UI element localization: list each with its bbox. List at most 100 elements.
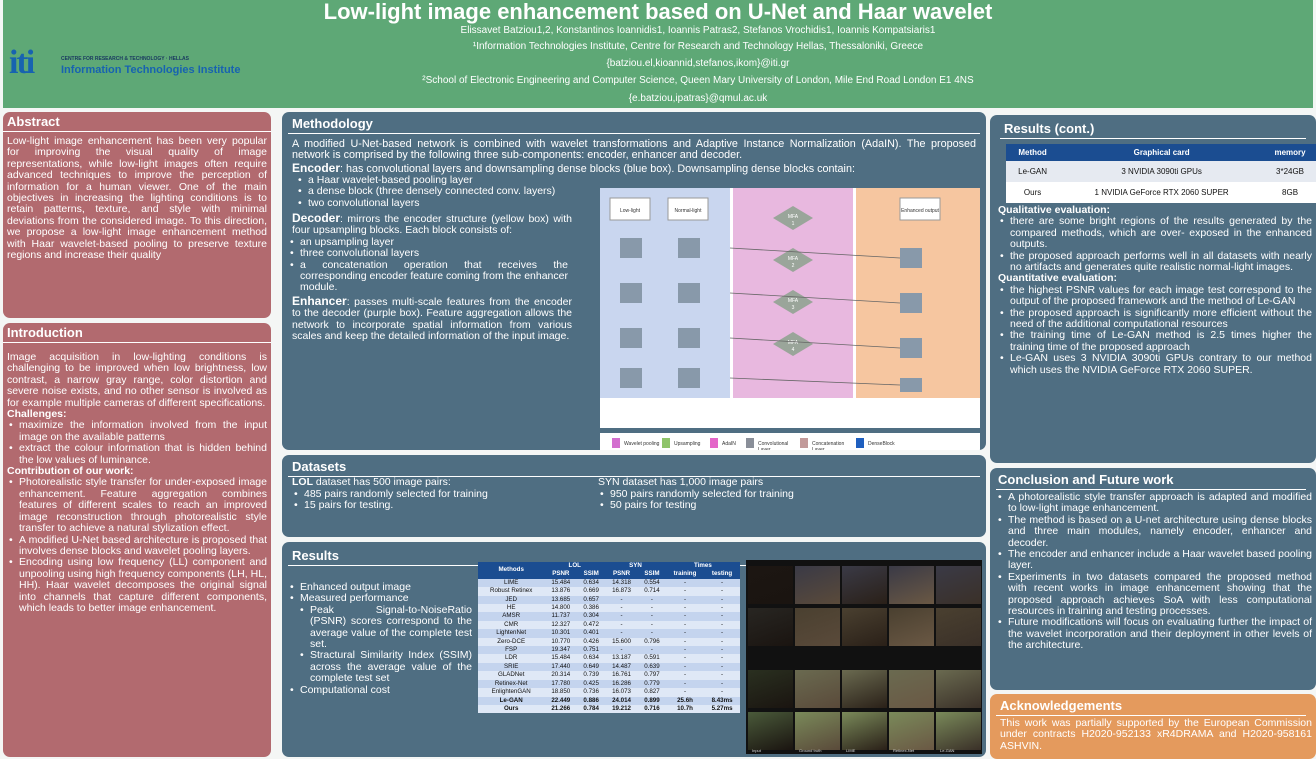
- datasets-title: Datasets: [288, 457, 980, 477]
- table-cell: -: [683, 654, 687, 662]
- result-thumbnail: [936, 712, 981, 750]
- mfa-number: 4: [792, 347, 795, 353]
- table-cell: 1 NVIDIA GeForce RTX 2060 SUPER: [1094, 188, 1229, 197]
- table-cell: 0.779: [644, 679, 660, 687]
- table-cell: Zero-DCE: [497, 637, 526, 645]
- result-thumbnail: [748, 566, 793, 604]
- table-header: SYN: [605, 562, 666, 571]
- result-thumbnail: [748, 670, 793, 708]
- list-item: Encoding using low frequency (LL) compon…: [7, 557, 267, 614]
- output-label: Enhanced output: [901, 208, 939, 214]
- enhancer-line: Enhancer: passes multi-scale features fr…: [282, 295, 572, 343]
- low-light-node: [609, 197, 651, 221]
- result-thumbnail: [795, 670, 840, 708]
- result-thumbnail: [889, 670, 934, 708]
- table-cell: FSP: [505, 646, 518, 654]
- table-cell: 15.484: [551, 578, 571, 586]
- decoder-label: Decoder: [292, 211, 341, 226]
- table-cell: -: [683, 620, 687, 628]
- list-item: The method is based on a U-net architect…: [996, 514, 1312, 549]
- encoder-line: Encoder: has convolutional layers and do…: [282, 162, 986, 175]
- table-cell: -: [620, 646, 623, 654]
- table-cell: 0.797: [644, 671, 660, 679]
- encoder-text: : has convolutional layers and downsampl…: [340, 162, 855, 175]
- table-cell: -: [683, 662, 687, 670]
- table-cell: 0.472: [583, 620, 599, 628]
- acknowledgements-text: This work was partially supported by the…: [1000, 717, 1312, 752]
- iti-logo: iti CENTRE FOR RESEARCH & TECHNOLOGY · H…: [7, 44, 257, 84]
- table-cell: 10.7h: [677, 704, 693, 712]
- poster-title: Low-light image enhancement based on U-N…: [323, 0, 993, 24]
- result-thumbnail: [795, 566, 840, 604]
- result-thumbnail: [795, 608, 840, 646]
- diagram-legend: Wavelet pooling Upsampling AdaIN Convolu…: [600, 433, 980, 450]
- table-cell: 0.669: [583, 587, 599, 595]
- table-cell: 14.318: [612, 578, 632, 586]
- table-cell: 8.43ms: [711, 696, 733, 704]
- mfa-labels: MFA 1 MFA 2 MFA 3 MFA 4: [788, 214, 799, 353]
- table-cell: Ours: [1023, 188, 1042, 197]
- legend-swatch: [612, 438, 620, 448]
- logo-mark: iti: [9, 44, 35, 81]
- table-cell: HE: [506, 604, 516, 612]
- table-cell: 11.737: [551, 612, 571, 620]
- legend-label: Upsampling: [674, 441, 701, 447]
- syn-line: SYN dataset has 1,000 image pairs: [598, 476, 764, 488]
- list-item: The encoder and enhancer include a Haar …: [996, 548, 1312, 572]
- encoder-blocks: [620, 238, 700, 388]
- table-cell: -: [721, 604, 724, 612]
- table-cell: 19.212: [612, 704, 632, 712]
- results-list: Enhanced output image Measured performan…: [284, 581, 476, 696]
- mfa-label: MFA: [788, 214, 799, 220]
- list-item: A photorealistic style transfer approach…: [996, 491, 1312, 515]
- results-section: Results Enhanced output image Measured p…: [282, 542, 986, 757]
- table-cell: 13.187: [612, 654, 632, 662]
- table-cell: EnlightenGAN: [491, 688, 531, 696]
- connection: [729, 337, 901, 349]
- table-cell: 0.304: [583, 612, 599, 620]
- table-header: Methods: [478, 562, 545, 579]
- list-item: a dense block (three densely connected c…: [296, 185, 588, 198]
- encoder-list: a Haar wavelet-based pooling layer a den…: [282, 174, 592, 210]
- introduction-title: Introduction: [3, 323, 271, 343]
- encoder-block: [620, 238, 642, 258]
- table-cell: 0.714: [644, 587, 660, 595]
- table-cell: 0.591: [644, 654, 660, 662]
- list-item: A modified U-Net based architecture is p…: [7, 534, 267, 558]
- lol-line: LOL dataset has 500 image pairs:: [292, 476, 592, 489]
- list-item: Experiments in two datasets compared the…: [996, 571, 1312, 618]
- table-cell: -: [620, 595, 623, 603]
- list-item: Peak Signal-to-NoiseRatio (PSNR) scores …: [298, 604, 472, 651]
- table-cell: -: [683, 688, 687, 696]
- encoder-label: Encoder: [292, 160, 341, 175]
- encoder-block: [620, 328, 642, 348]
- mfa-number: 2: [792, 263, 795, 269]
- introduction-text: Image acquisition in low-lighting condit…: [7, 351, 267, 409]
- table-cell: LIME: [503, 578, 519, 586]
- table-cell: 0.899: [644, 696, 660, 704]
- contribution-list: Photorealistic style transfer for under-…: [3, 477, 271, 614]
- email-1: {batziou.el,kioannid,stefanos,ikom}@iti.…: [606, 58, 790, 69]
- table-cell: 25.6h: [677, 696, 693, 704]
- connection: [729, 247, 901, 259]
- table-cell: 14.800: [551, 604, 571, 612]
- mfa-node: [773, 332, 813, 356]
- table-cell: 21.266: [551, 704, 571, 712]
- table-cell: Retinex-Net: [494, 679, 528, 687]
- table-cell: Robust Retinex: [490, 587, 533, 595]
- table-cell: 16.073: [612, 688, 632, 696]
- decoder-block: [900, 338, 922, 358]
- table-cell: 17.440: [551, 662, 571, 670]
